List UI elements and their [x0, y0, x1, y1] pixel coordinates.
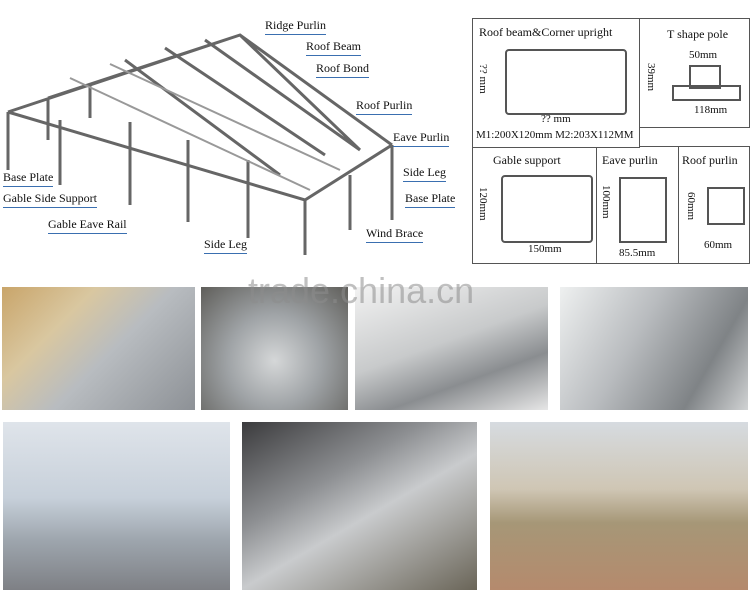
photo-completed-structure: [490, 422, 748, 590]
label-wind-brace: Wind Brace: [366, 226, 424, 243]
label-side-leg-bottom: Side Leg: [204, 237, 247, 254]
label-roof-beam: Roof Beam: [306, 39, 361, 56]
profile-drawing: [501, 175, 593, 243]
profile-drawing: [619, 177, 667, 243]
dim-top: 50mm: [689, 49, 718, 61]
dim-height: 120mm: [477, 187, 489, 221]
spec-t-pole: T shape pole 50mm 39mm 118mm: [638, 18, 750, 128]
watermark: trade.china.cn: [248, 270, 475, 311]
dim-height: 39mm: [645, 63, 657, 92]
profile-drawing: [707, 187, 745, 225]
photo-beam-connection: [355, 287, 548, 410]
label-ridge-purlin: Ridge Purlin: [265, 18, 327, 35]
photo-workers-installing: [242, 422, 477, 590]
dim-height: 60mm: [685, 192, 697, 221]
photo-frame-assembly: [3, 422, 230, 590]
label-gable-side-support: Gable Side Support: [3, 191, 97, 208]
dim-width: 118mm: [694, 104, 728, 116]
label-gable-eave-rail: Gable Eave Rail: [48, 217, 127, 234]
spec-title: T shape pole: [667, 27, 729, 41]
photo-gable-corner: [2, 287, 195, 410]
dim-width: 60mm: [704, 239, 733, 251]
dim-width: 85.5mm: [619, 247, 656, 259]
spec-title: Roof beam&Corner upright: [479, 25, 613, 39]
profile-drawing: [689, 65, 721, 89]
profile-drawing: [505, 49, 627, 115]
dim-width: 150mm: [528, 243, 562, 255]
photo-base-plate: [201, 287, 348, 410]
spec-title: Roof purlin: [682, 153, 738, 167]
label-base-plate-right: Base Plate: [405, 191, 456, 208]
spec-title: Gable support: [493, 153, 561, 167]
spec-eave-purlin: Eave purlin 100mm 85.5mm: [596, 146, 680, 264]
dim-width: ?? mm: [541, 113, 571, 125]
spec-gable-support: Gable support 120mm 150mm: [472, 146, 598, 264]
photo-wind-brace: [560, 287, 748, 410]
spec-roof-beam: Roof beam&Corner upright ?? mm ?? mm M1:…: [472, 18, 640, 148]
dim-height: ?? mm: [477, 64, 489, 94]
spec-roof-purlin: Roof purlin 60mm 60mm: [678, 146, 750, 264]
tent-frame-diagram: [6, 33, 394, 255]
dim-height: 100mm: [600, 185, 612, 219]
spec-note: M1:200X120mm M2:203X112MM: [476, 129, 634, 141]
label-roof-bond: Roof Bond: [316, 61, 370, 78]
spec-title: Eave purlin: [602, 153, 658, 167]
label-eave-purlin: Eave Purlin: [393, 130, 450, 147]
label-roof-purlin: Roof Purlin: [356, 98, 413, 115]
label-base-plate-left: Base Plate: [3, 170, 54, 187]
label-side-leg-right: Side Leg: [403, 165, 446, 182]
